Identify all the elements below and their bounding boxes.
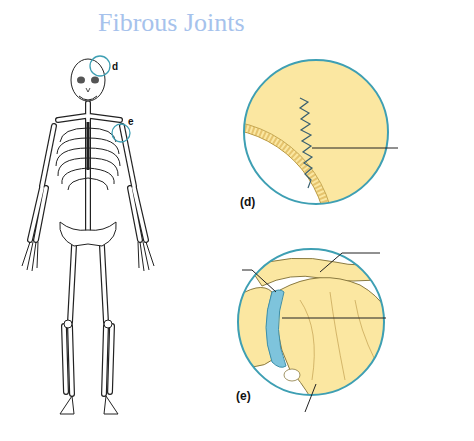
panel-label: (e): [236, 390, 251, 402]
skeleton: [22, 56, 154, 414]
panel-label: (d): [240, 196, 255, 208]
shoulder-detail: [232, 245, 392, 412]
diagram-title: Fibrous Joints: [98, 10, 245, 36]
callout-letter: e: [128, 117, 134, 127]
callout-letter: d: [112, 62, 118, 72]
